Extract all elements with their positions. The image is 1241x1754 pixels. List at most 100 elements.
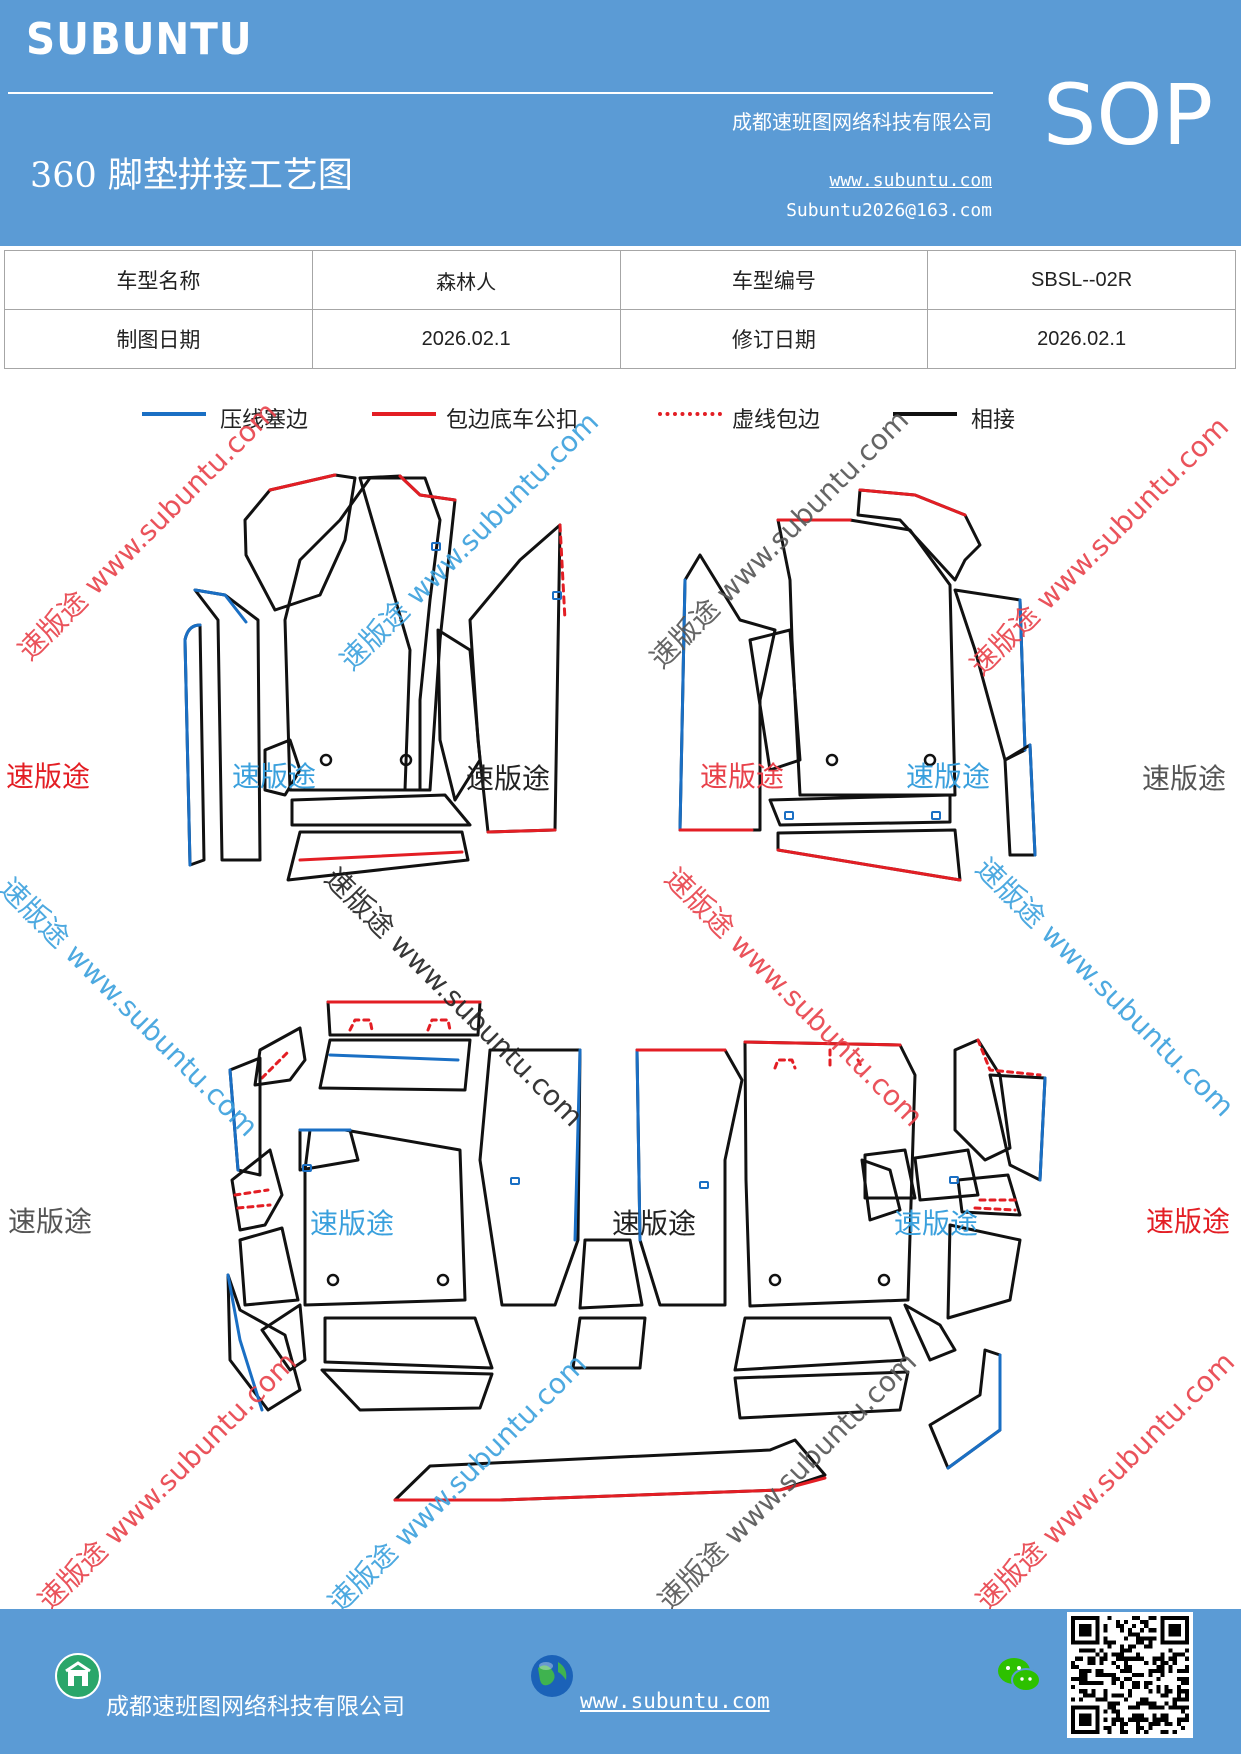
clip-slot (552, 591, 562, 600)
mat-piece (320, 1368, 494, 1412)
company-icon (55, 1653, 101, 1699)
table-cell: SBSL--02R (927, 250, 1236, 310)
legend-swatch (658, 412, 722, 416)
watermark: 速版途 (612, 1207, 697, 1240)
legend-swatch (372, 412, 436, 416)
clip-slot (949, 1176, 959, 1184)
mat-piece-red-edge (393, 1476, 827, 1502)
mat-piece (260, 1303, 307, 1372)
qr-code (1067, 1612, 1193, 1738)
watermark: 速版途 (700, 760, 785, 793)
mat-piece-red-edge (486, 828, 557, 834)
legend-swatch (142, 412, 206, 416)
legend-label: 虚线包边 (732, 408, 821, 433)
header-website-link[interactable]: www.subuntu.com (829, 170, 992, 191)
mat-piece (436, 628, 482, 802)
mat-piece (318, 1038, 472, 1092)
footer-website-link[interactable]: www.subuntu.com (580, 1689, 770, 1713)
mat-piece-blue-edge (678, 578, 687, 832)
clip-slot (302, 1164, 312, 1172)
front-right-mat-group (678, 488, 1037, 882)
mat-piece-red-edge (298, 850, 464, 862)
watermark: 速版途 (466, 762, 551, 795)
mat-piece (928, 1348, 1002, 1470)
table-cell: 车型编号 (619, 250, 929, 310)
mat-piece (238, 1226, 300, 1307)
header-email[interactable]: Subuntu2026@163.com (786, 200, 992, 221)
mat-piece-red-edge (743, 1040, 902, 1047)
mat-piece (860, 1158, 902, 1222)
legend-label: 包边底车公扣 (446, 408, 579, 433)
legend-label: 相接 (971, 408, 1016, 433)
clip-slot (699, 1181, 709, 1189)
watermark: 速版途 (1146, 1205, 1231, 1238)
mat-piece (635, 1048, 744, 1307)
clip-hole (923, 753, 937, 767)
legend-label: 压线塞边 (220, 408, 309, 433)
header-company: 成都速班图网络科技有限公司 (732, 110, 992, 134)
table-cell: 制图日期 (4, 309, 313, 369)
table-row: 车型名称 森林人 车型编号 SBSL--02R (4, 250, 1236, 310)
clip-hole (436, 1273, 450, 1287)
mat-piece (953, 1038, 1012, 1162)
mat-piece-blue-edge (635, 1048, 642, 1242)
mat-piece (903, 1303, 957, 1362)
mat-piece-red-dashed-edge (233, 1188, 272, 1210)
watermark: 速版途 (310, 1207, 395, 1240)
clip-slot (931, 811, 941, 820)
vehicle-info-table: 车型名称 森林人 车型编号 SBSL--02R 制图日期 2026.02.1 修… (4, 250, 1236, 369)
mat-piece-red-dashed-edge (976, 1038, 1042, 1077)
wechat-icon[interactable] (996, 1655, 1042, 1695)
mat-piece (913, 1148, 980, 1202)
clip-slot (784, 811, 794, 820)
header-divider (8, 92, 993, 94)
mat-piece-red-dashed-edge (348, 1018, 452, 1032)
mat-piece-red-edge (858, 488, 967, 517)
mat-piece-blue-edge (226, 1273, 264, 1412)
mat-piece-blue-edge (1028, 743, 1037, 857)
watermark: 速版途 (906, 760, 991, 793)
mat-piece-red-edge (776, 848, 962, 882)
watermark: 速版途 (894, 1207, 979, 1240)
mat-piece-red-dashed-edge (773, 1048, 864, 1070)
mat-piece-red-dashed-edge (260, 1050, 290, 1080)
mat-piece (768, 793, 952, 827)
mat-piece (571, 1316, 647, 1370)
legend-swatch (893, 412, 957, 416)
table-cell: 修订日期 (619, 309, 929, 369)
table-row: 制图日期 2026.02.1 修订日期 2026.02.1 (4, 309, 1236, 369)
header: SUBUNTU 成都速班图网络科技有限公司 360 脚垫拼接工艺图 www.su… (0, 0, 1241, 246)
mat-piece (230, 1148, 284, 1232)
mat-piece-blue-edge (1038, 1076, 1047, 1182)
mat-piece-red-dashed-edge (973, 1198, 1022, 1212)
mat-piece (856, 488, 982, 582)
mat-piece (253, 1026, 307, 1087)
mat-piece (290, 793, 472, 827)
clip-hole (326, 1273, 340, 1287)
mat-piece-red-dashed-edge (558, 523, 567, 622)
mat-piece (578, 1238, 644, 1310)
page-title: 360 脚垫拼接工艺图 (30, 156, 353, 196)
mat-piece (286, 830, 470, 882)
mat-piece-red-edge (398, 474, 457, 502)
watermark: 速版途 (232, 760, 317, 793)
clip-slot (431, 542, 441, 551)
mat-piece (733, 1316, 907, 1372)
mat-piece-blue-edge (946, 1353, 1002, 1470)
mat-piece-blue-edge (328, 1053, 460, 1062)
mat-piece-red-edge (268, 473, 337, 492)
mat-piece (283, 476, 442, 792)
mat-piece (748, 628, 802, 772)
globe-icon (531, 1655, 573, 1697)
table-cell: 森林人 (311, 250, 621, 310)
mat-piece (776, 518, 957, 797)
front-left-mat-group (183, 473, 567, 882)
watermark: 速版途 (8, 1205, 93, 1238)
mat-piece-blue-edge (183, 623, 202, 867)
mat-piece (733, 1370, 910, 1420)
mat-piece (226, 1273, 302, 1412)
mat-piece (988, 1073, 1047, 1182)
table-cell: 车型名称 (4, 250, 313, 310)
mat-piece (263, 738, 302, 797)
mat-piece-blue-edge (193, 588, 248, 624)
